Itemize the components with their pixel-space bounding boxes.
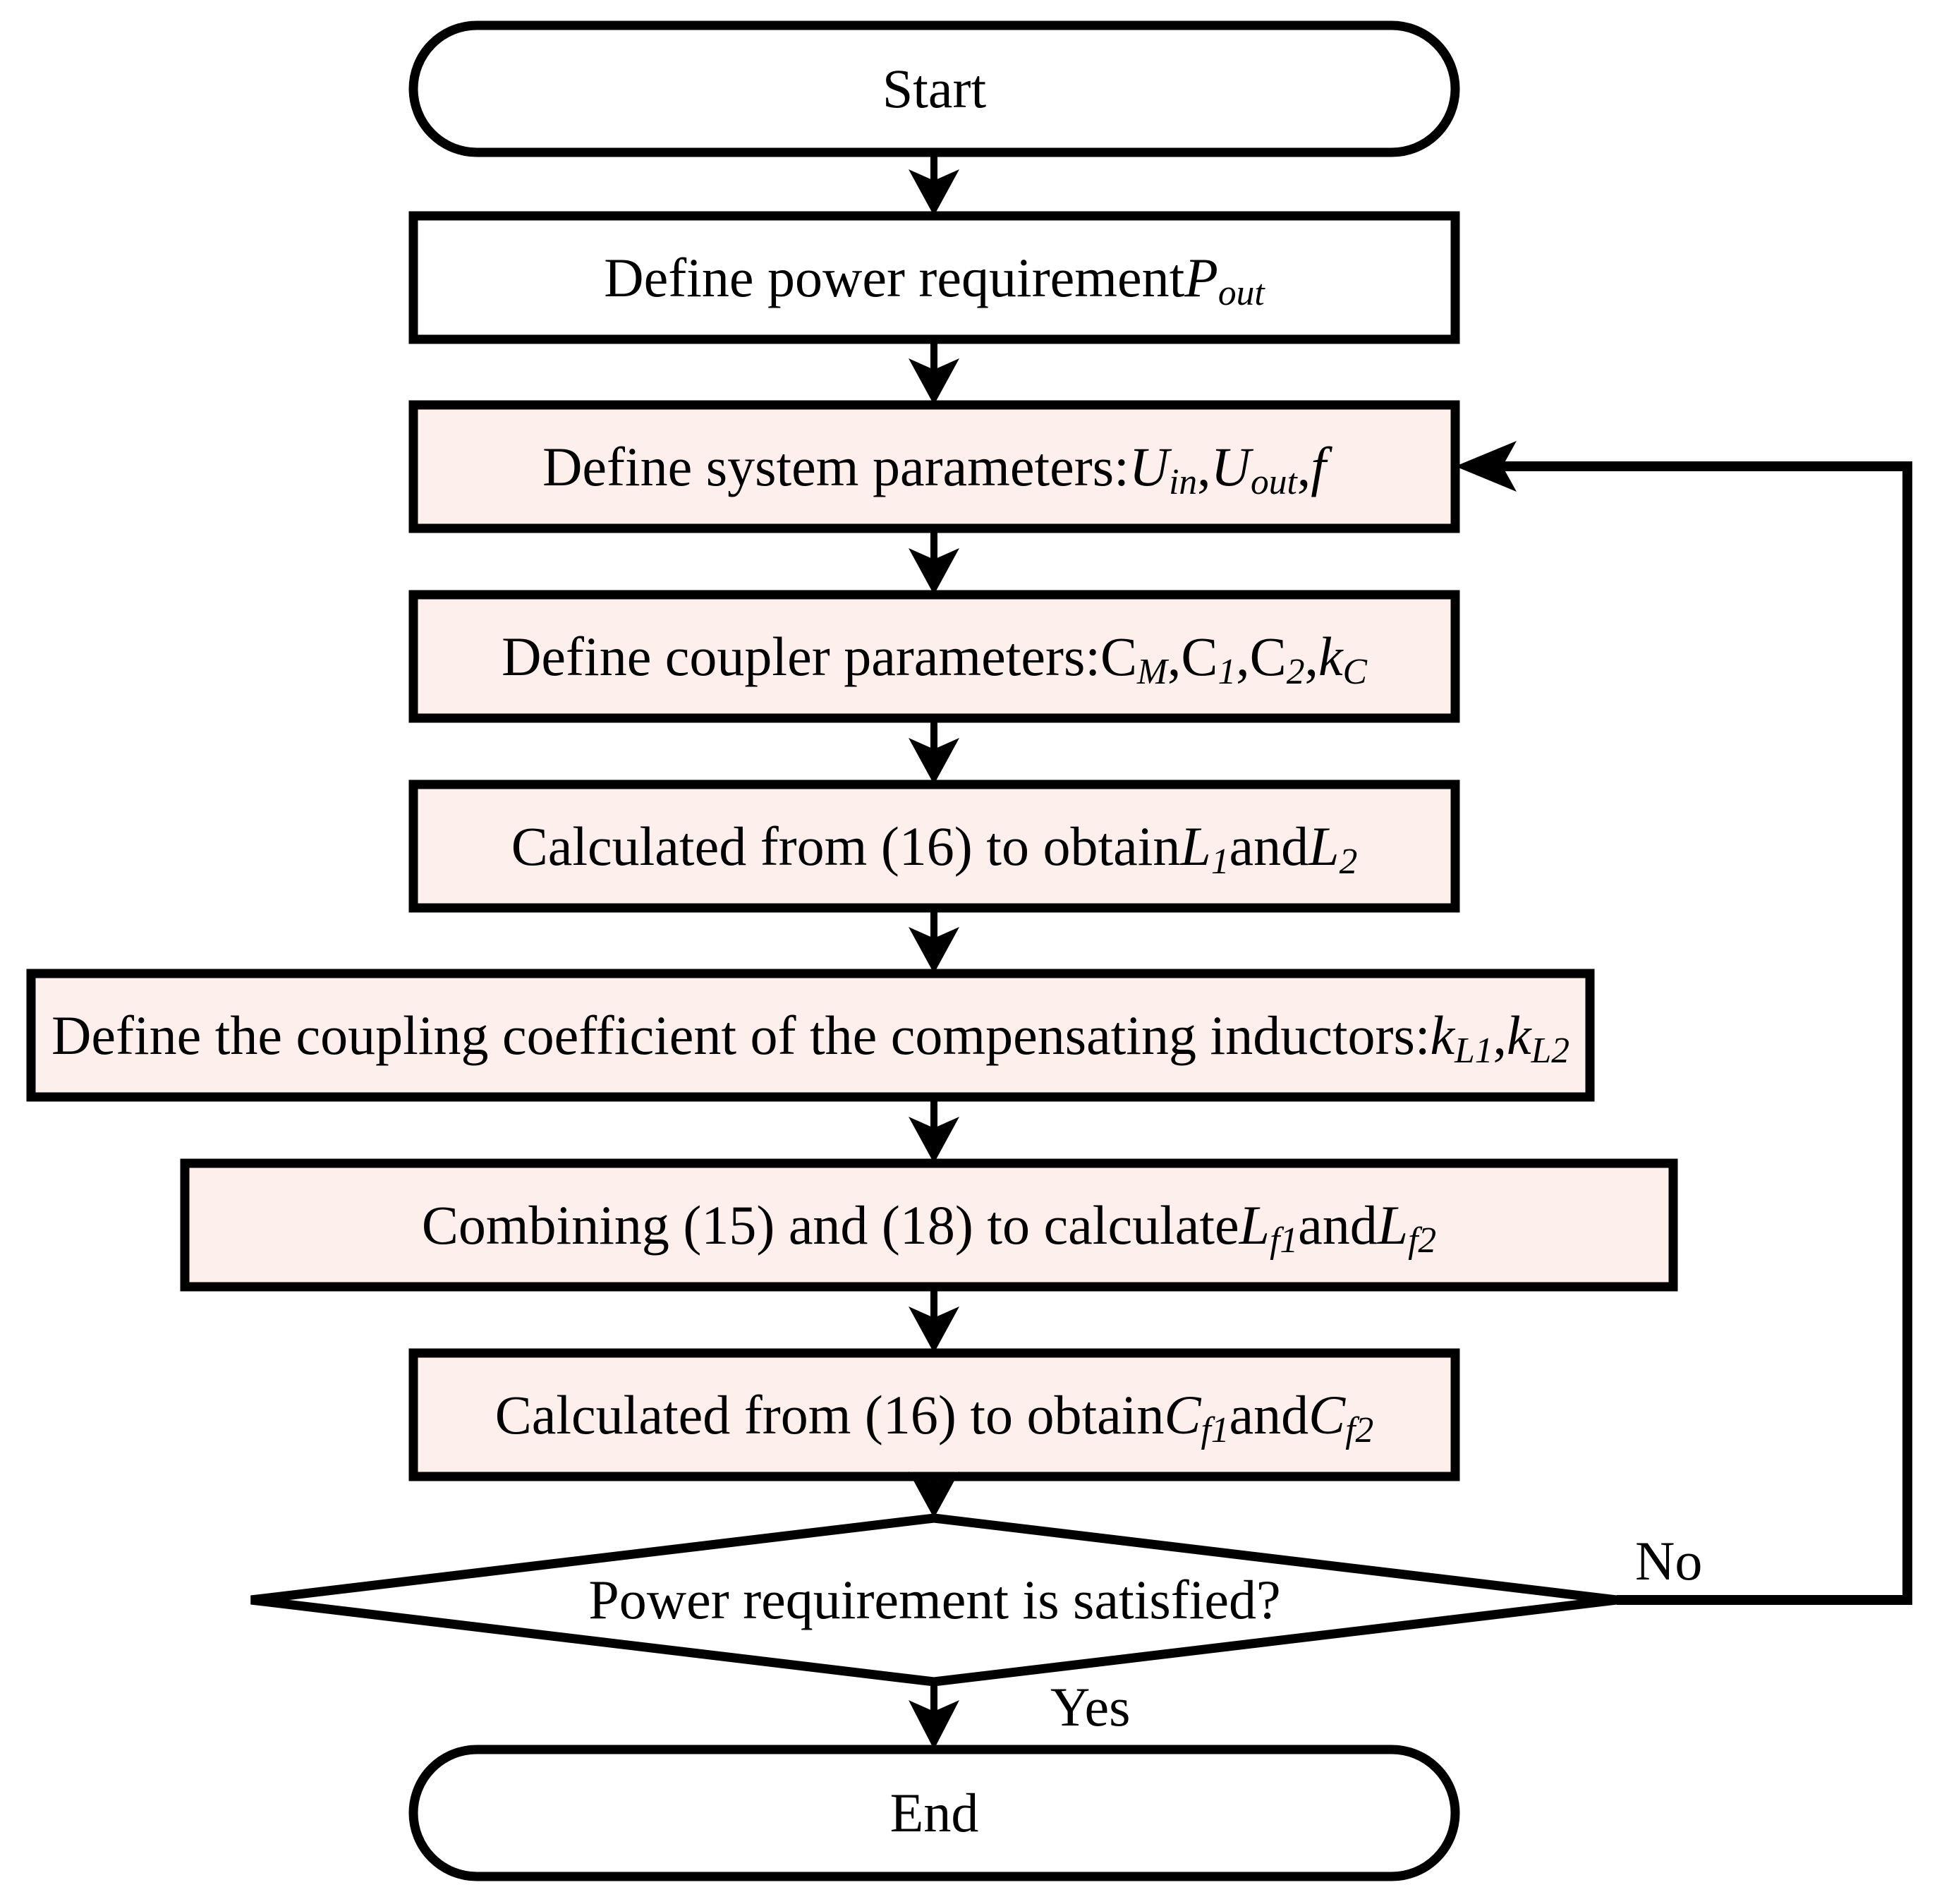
arrowhead-calc-l-to-coupling-coeff xyxy=(909,927,959,974)
node-define-coupling-coeff-shape[interactable] xyxy=(26,969,1595,1102)
node-calc-l1-l2-shape[interactable] xyxy=(408,780,1460,913)
arrowhead-decision-yes-to-end xyxy=(909,1700,959,1750)
arrowhead-define-coupler-to-calc-l xyxy=(909,738,959,784)
node-calc-cf1-cf2-shape[interactable] xyxy=(408,1348,1460,1481)
arrowhead-start-to-define-power xyxy=(909,169,959,216)
node-define-power-shape[interactable] xyxy=(408,211,1460,344)
node-start-shape[interactable] xyxy=(408,20,1460,157)
arrowhead-feedback-to-define-system xyxy=(1455,441,1517,492)
node-define-system-shape[interactable] xyxy=(408,400,1460,533)
edge-decision-no-feedback-loop xyxy=(1502,461,1912,1605)
node-end-shape[interactable] xyxy=(408,1745,1460,1881)
node-define-coupler-shape[interactable] xyxy=(408,590,1460,723)
node-combine-15-18-shape[interactable] xyxy=(180,1158,1678,1292)
node-decision-power-shape[interactable] xyxy=(250,1513,1617,1687)
edge-label-no: No xyxy=(1635,1530,1703,1591)
arrowhead-combine-to-calc-cf xyxy=(909,1306,959,1353)
arrowhead-define-system-to-define-coupler xyxy=(909,548,959,595)
edge-label-yes: Yes xyxy=(1050,1676,1131,1738)
arrowhead-define-power-to-define-system xyxy=(909,358,959,405)
arrowhead-coupling-coeff-to-combine xyxy=(909,1117,959,1163)
arrowhead-calc-cf-to-decision xyxy=(909,1472,959,1518)
